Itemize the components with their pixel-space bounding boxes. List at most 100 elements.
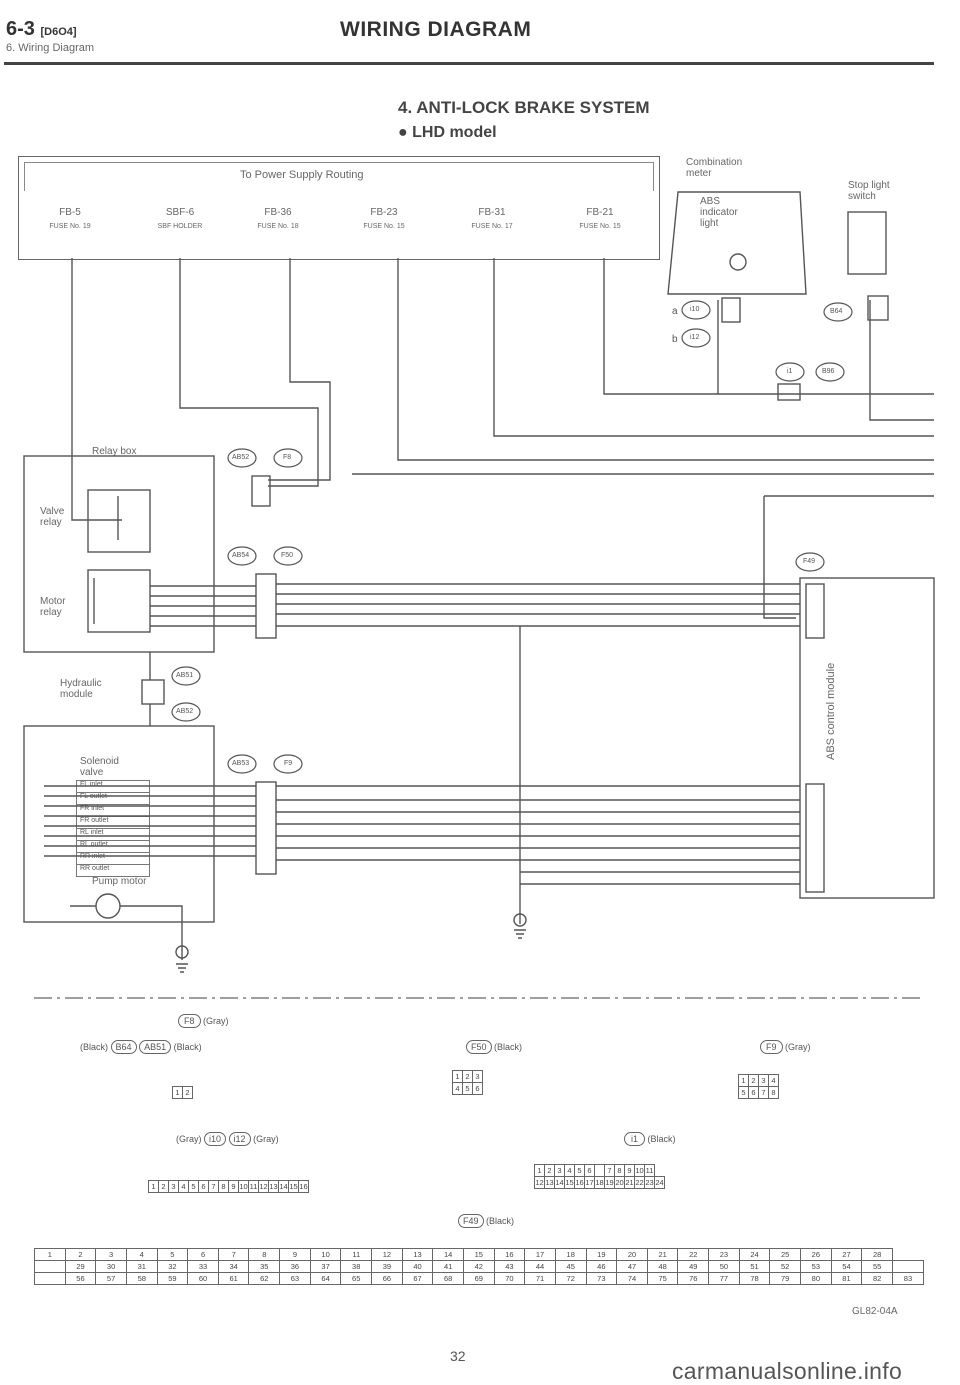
fuse-fb36-name: FB-36 bbox=[264, 207, 292, 218]
pin: 83 bbox=[891, 1272, 925, 1285]
view-f49-color: (Black) bbox=[486, 1216, 515, 1226]
pin: 15 bbox=[288, 1180, 299, 1193]
view-b64-tag2: AB51 bbox=[139, 1040, 172, 1054]
fuse-fb21-name: FB-21 bbox=[586, 207, 614, 218]
watermark: carmanualsonline.info bbox=[672, 1358, 903, 1384]
pin: 8 bbox=[614, 1164, 625, 1177]
pump-motor-symbol bbox=[95, 893, 121, 919]
pin: 55 bbox=[861, 1260, 893, 1273]
view-i10: (Gray) i10 i12 (Gray) bbox=[176, 1132, 279, 1146]
pin: 35 bbox=[248, 1260, 281, 1273]
pin bbox=[891, 1260, 925, 1273]
pin: 9 bbox=[279, 1248, 311, 1261]
pin: 69 bbox=[462, 1272, 495, 1285]
pin: 6 bbox=[748, 1086, 759, 1099]
abs-indicator-lamp bbox=[729, 253, 747, 271]
pin: 34 bbox=[217, 1260, 250, 1273]
pin: 52 bbox=[769, 1260, 802, 1273]
fuse-sbf6-sub: SBF HOLDER bbox=[157, 223, 203, 230]
pin bbox=[34, 1272, 66, 1285]
pin: 16 bbox=[493, 1248, 526, 1261]
meter-pin-b: b bbox=[672, 334, 678, 345]
pin: 6 bbox=[472, 1082, 483, 1095]
pin: 23 bbox=[644, 1176, 655, 1189]
fuse-fb21-sub: FUSE No. 15 bbox=[579, 223, 621, 230]
wire-bus-relay bbox=[276, 583, 800, 627]
pin: 3 bbox=[472, 1070, 483, 1083]
meter-pin-a: a bbox=[672, 306, 678, 317]
pin: 2 bbox=[182, 1086, 193, 1099]
tag-ab51: AB51 bbox=[176, 672, 194, 679]
pin: 1 bbox=[452, 1070, 463, 1083]
power-supply-inner bbox=[24, 162, 654, 191]
view-i1-color: (Black) bbox=[647, 1134, 676, 1144]
view-i1: i1 (Black) bbox=[624, 1132, 676, 1146]
view-f50-tag: F50 bbox=[466, 1040, 492, 1054]
pin: 22 bbox=[677, 1248, 710, 1261]
tag-f9: F9 bbox=[284, 760, 293, 767]
pin: 2 bbox=[158, 1180, 169, 1193]
relay-box-frame bbox=[23, 455, 215, 653]
wire-fb23 bbox=[397, 258, 934, 461]
solenoid-item: RL outlet bbox=[76, 841, 150, 853]
tag-i10: i10 bbox=[690, 306, 700, 313]
pin: 28 bbox=[861, 1248, 893, 1261]
diagram-title: 4. ANTI-LOCK BRAKE SYSTEM bbox=[398, 98, 650, 117]
fuse-fb5-name: FB-5 bbox=[59, 207, 81, 218]
pin: 74 bbox=[616, 1272, 648, 1285]
hydraulic-module-label: Hydraulic module bbox=[60, 678, 102, 700]
pin: 1 bbox=[148, 1180, 159, 1193]
view-b64: (Black) B64 AB51 (Black) bbox=[80, 1040, 202, 1054]
solenoid-valve-label: Solenoid valve bbox=[80, 756, 119, 778]
pin: 73 bbox=[585, 1272, 618, 1285]
view-f8-color: (Gray) bbox=[203, 1016, 229, 1026]
pin: 37 bbox=[309, 1260, 342, 1273]
tag-ab52: AB52 bbox=[232, 454, 250, 461]
pin: 22 bbox=[634, 1176, 645, 1189]
tag-f49: F49 bbox=[803, 558, 816, 565]
view-i10-tag: i10 bbox=[204, 1132, 227, 1146]
pin: 12 bbox=[371, 1248, 403, 1261]
pin: 13 bbox=[544, 1176, 555, 1189]
ground-center bbox=[514, 626, 526, 939]
pin: 6 bbox=[584, 1164, 595, 1177]
pin: 76 bbox=[677, 1272, 710, 1285]
wiring-diagram bbox=[23, 191, 935, 999]
pin: 6 bbox=[187, 1248, 219, 1261]
pin: 15 bbox=[462, 1248, 495, 1261]
fuse-fb36-sub: FUSE No. 18 bbox=[257, 223, 299, 230]
stop-light-label: Stop light switch bbox=[848, 180, 890, 202]
pin bbox=[34, 1260, 66, 1273]
pin: 7 bbox=[208, 1180, 219, 1193]
pin: 4 bbox=[452, 1082, 463, 1095]
pin: 25 bbox=[769, 1248, 802, 1261]
pin: 70 bbox=[493, 1272, 526, 1285]
tag-ab52-hyd: AB52 bbox=[176, 708, 194, 715]
pin: 67 bbox=[401, 1272, 434, 1285]
pin: 66 bbox=[371, 1272, 403, 1285]
ab54-connector bbox=[255, 573, 277, 639]
pin: 5 bbox=[738, 1086, 749, 1099]
pin: 13 bbox=[401, 1248, 434, 1261]
pin: 24 bbox=[654, 1176, 665, 1189]
pin: 19 bbox=[585, 1248, 618, 1261]
tag-b64: B64 bbox=[830, 308, 843, 315]
pin: 65 bbox=[340, 1272, 373, 1285]
solenoid-item: FR outlet bbox=[76, 817, 150, 829]
pin: 20 bbox=[614, 1176, 625, 1189]
diagram-model: ● LHD model bbox=[398, 124, 497, 141]
pin: 53 bbox=[800, 1260, 832, 1273]
pin: 30 bbox=[95, 1260, 127, 1273]
pin: 9 bbox=[228, 1180, 239, 1193]
pin: 23 bbox=[708, 1248, 740, 1261]
pin: 57 bbox=[95, 1272, 127, 1285]
pin: 42 bbox=[462, 1260, 495, 1273]
hydraulic-connector bbox=[141, 679, 165, 705]
pin: 9 bbox=[624, 1164, 635, 1177]
pin: 47 bbox=[616, 1260, 648, 1273]
view-f49-tag: F49 bbox=[458, 1214, 484, 1228]
pin: 62 bbox=[248, 1272, 281, 1285]
pin: 49 bbox=[677, 1260, 710, 1273]
